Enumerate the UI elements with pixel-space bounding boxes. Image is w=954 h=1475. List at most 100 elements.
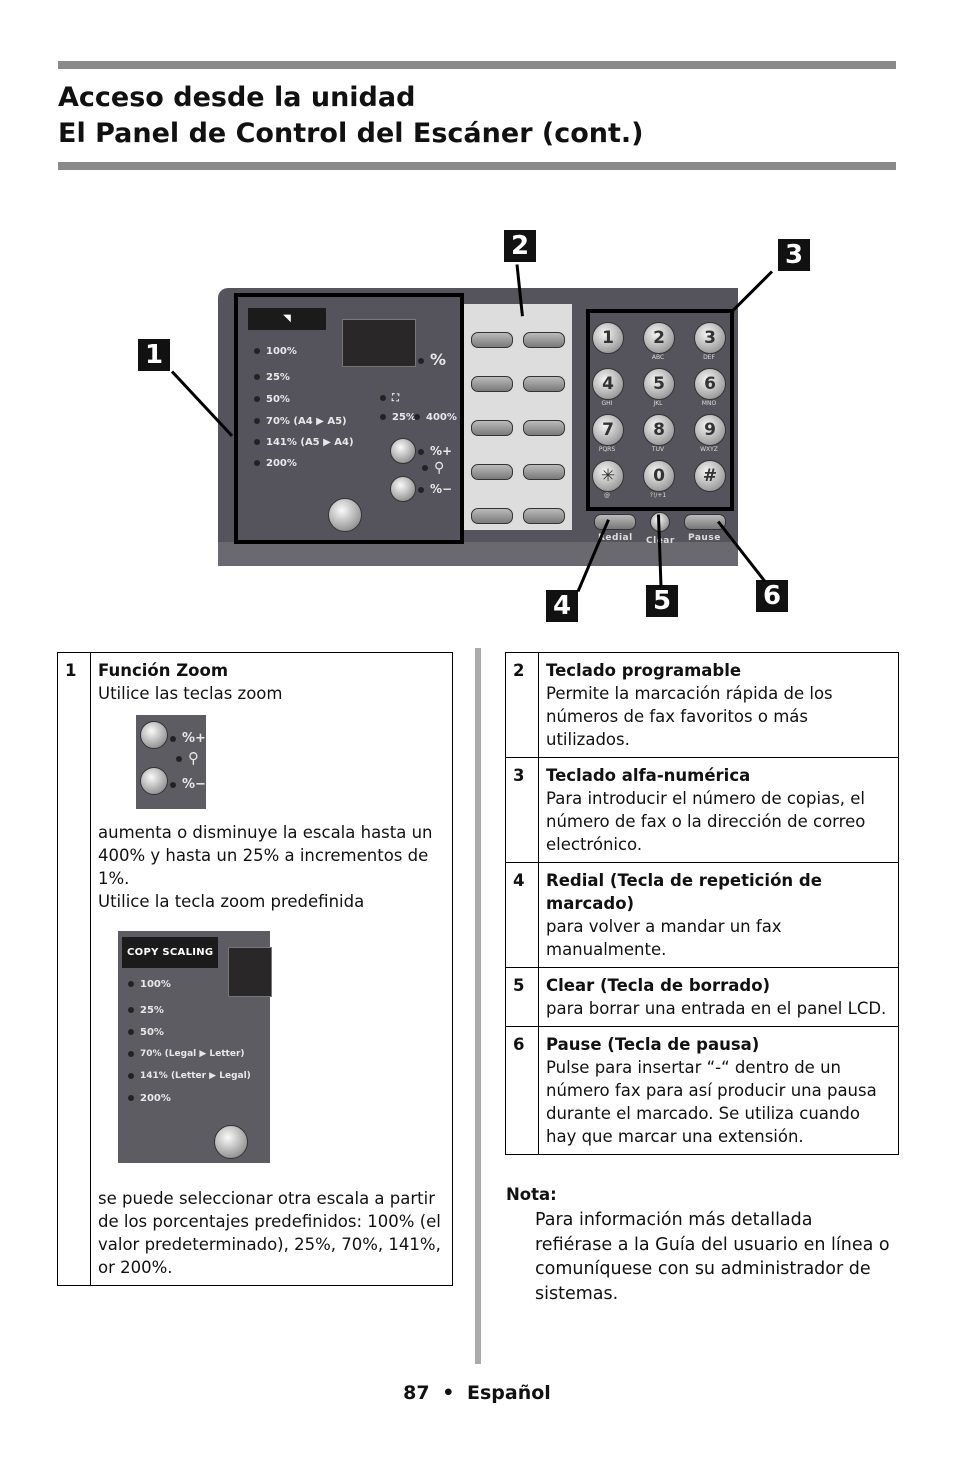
callout-number-2: 2 [504, 230, 536, 262]
table-row: 1 Función Zoom Utilice las teclas zoom %… [57, 652, 453, 1286]
lcd-display [342, 319, 416, 367]
prog-key[interactable] [471, 376, 513, 392]
keypad-key[interactable]: 4 [592, 368, 624, 400]
magnifier-icon: ⚲ [176, 747, 199, 770]
keypad-key[interactable]: 8 [643, 414, 675, 446]
prog-key[interactable] [471, 464, 513, 480]
panel-bottom-strip [218, 542, 738, 566]
magnifier-icon: ⚲ [422, 460, 444, 476]
row-description: Clear (Tecla de borrado) para borrar una … [538, 967, 899, 1027]
title-bottom-rule [58, 162, 896, 170]
title-line-1: Acceso desde la unidad [58, 82, 416, 113]
top-rule [58, 61, 896, 69]
copy-scaling-label: Copy Scaling [122, 937, 219, 968]
redial-label: Redial [598, 533, 633, 543]
keypad-key-letters: MNO [701, 400, 717, 407]
keypad-key-letters: JKL [653, 400, 663, 407]
copy-scaling-icon: ◥ [248, 308, 326, 330]
fit-page-icon: ⛶ [380, 393, 399, 404]
scale-item: 50% [128, 1021, 164, 1044]
zoom-preset-100: 100% [254, 346, 297, 357]
keypad-key[interactable]: 1 [592, 322, 624, 354]
keypad-key-letters: ?!/+1 [649, 492, 667, 499]
control-panel-image: ◥ % 100% 25% 50% 70% (A4 ▶ A5) 141% (A5 … [218, 288, 738, 566]
prog-key[interactable] [523, 332, 565, 348]
prog-key[interactable] [471, 332, 513, 348]
keypad-key-letters: WXYZ [700, 446, 718, 453]
zoom-in-key-label: %+ [170, 727, 206, 750]
note-text: Para información más detallada refiérase… [535, 1210, 890, 1304]
copy-scaling-image: Copy Scaling 100% 25% 50% 70% (Legal ▶ L… [118, 931, 272, 1163]
row-heading: Función Zoom [98, 661, 229, 680]
reduce-label: 25% [380, 412, 416, 423]
zoom-out-key-image [140, 767, 168, 795]
preset-key-line: Utilice la tecla zoom predefinida [98, 892, 365, 911]
title-line-2: El Panel de Control del Escáner (cont.) [58, 118, 644, 149]
zoom-out-label: %− [418, 482, 452, 496]
keypad-key[interactable]: 7 [592, 414, 624, 446]
keypad-key-letters: GHI [601, 400, 613, 407]
pause-button[interactable] [684, 514, 726, 530]
keypad-key[interactable]: 3 [694, 322, 726, 354]
row-number: 6 [505, 1026, 539, 1155]
row-heading: Clear (Tecla de borrado) [546, 976, 771, 995]
row-heading: Teclado programable [546, 661, 742, 680]
row-text: para borrar una entrada en el panel LCD. [546, 999, 887, 1018]
zoom-keys-image: %+ ⚲ %− [136, 715, 206, 809]
row-heading: Pause (Tecla de pausa) [546, 1035, 760, 1054]
prog-key[interactable] [523, 376, 565, 392]
footer-bullet: • [442, 1382, 455, 1404]
callout-number-3: 3 [778, 239, 810, 271]
keypad-key[interactable]: # [694, 460, 726, 492]
row-text: Pulse para insertar “-“ dentro de un núm… [546, 1058, 877, 1146]
scale-item: 200% [128, 1087, 171, 1110]
percent-sign: % [418, 350, 446, 369]
redial-button[interactable] [594, 514, 636, 530]
zoom-preset-200: 200% [254, 458, 297, 469]
keypad-key[interactable]: 2 [643, 322, 675, 354]
scale-item: 100% [128, 973, 171, 996]
page-footer: 87 • Español [0, 1382, 954, 1404]
callout-number-1: 1 [138, 339, 170, 371]
keypad-key[interactable]: 0 [643, 460, 675, 492]
enlarge-label: 400% [414, 412, 457, 423]
copy-scaling-button[interactable] [328, 498, 362, 532]
keypad-key-letters: @ [604, 492, 610, 499]
column-divider [475, 648, 481, 1364]
row-number: 1 [57, 652, 91, 1286]
row-number: 5 [505, 967, 539, 1027]
keypad-key-letters: DEF [703, 354, 715, 361]
keypad-key[interactable]: 9 [694, 414, 726, 446]
row-text: Para introducir el número de copias, el … [546, 789, 866, 854]
scale-item: 70% (Legal ▶ Letter) [128, 1043, 245, 1066]
zoom-out-key-label: %− [170, 773, 206, 796]
prog-key[interactable] [471, 508, 513, 524]
zoom-out-button[interactable] [390, 476, 416, 502]
row-number: 3 [505, 757, 539, 863]
keypad-key[interactable]: 6 [694, 368, 726, 400]
callout-number-6: 6 [756, 580, 788, 612]
table-row: 5 Clear (Tecla de borrado) para borrar una… [505, 967, 899, 1027]
prog-key[interactable] [523, 464, 565, 480]
prog-key[interactable] [523, 508, 565, 524]
prog-key[interactable] [523, 420, 565, 436]
keypad-key[interactable]: ✳ [592, 460, 624, 492]
row-number: 4 [505, 862, 539, 968]
row-description: Redial (Tecla de repetición de marcado)p… [538, 862, 899, 968]
row-heading: Teclado alfa-numérica [546, 766, 751, 785]
keypad-key[interactable]: 5 [643, 368, 675, 400]
page-title: Acceso desde la unidad El Panel de Contr… [58, 80, 644, 152]
row-heading: Redial (Tecla de repetición de marcado) [546, 871, 822, 913]
zoom-keys-description: aumenta o disminuye la escala hasta un 4… [98, 823, 433, 888]
callout-box-1 [234, 293, 464, 544]
copy-scaling-key-image [214, 1125, 248, 1159]
zoom-in-button[interactable] [390, 438, 416, 464]
row-description: Pause (Tecla de pausa) Pulse para inserta… [538, 1026, 899, 1155]
zoom-info-table: 1 Función Zoom Utilice las teclas zoom %… [57, 652, 453, 1286]
row-text: Permite la marcación rápida de los númer… [546, 684, 833, 749]
scale-item: 25% [128, 999, 164, 1022]
prog-key[interactable] [471, 420, 513, 436]
